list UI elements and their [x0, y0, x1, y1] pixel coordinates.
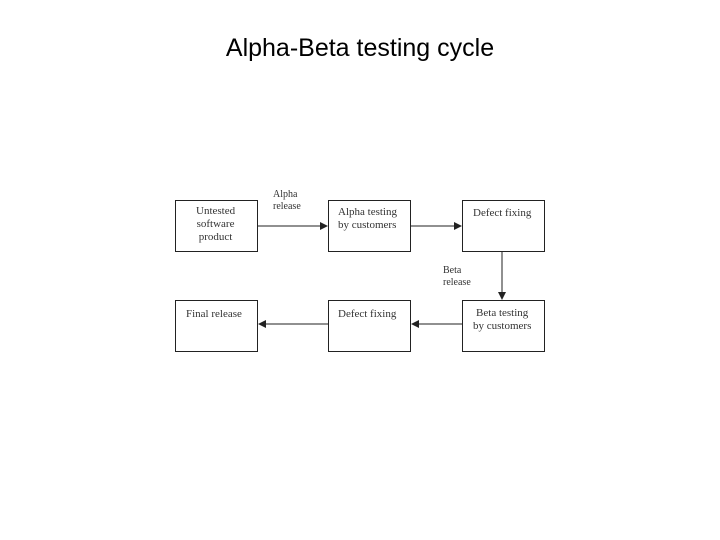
node-label: Defect fixing — [338, 308, 397, 320]
node-beta-testing: Beta testing by customers — [462, 300, 545, 352]
page-title: Alpha-Beta testing cycle — [225, 34, 495, 62]
node-label: Alpha testing by customers — [338, 206, 397, 231]
edge-label-beta-release: Beta release — [443, 265, 471, 288]
node-defect-fixing-bottom: Defect fixing — [328, 300, 411, 352]
edge-label-alpha-release: Alpha release — [273, 189, 301, 212]
node-final-release: Final release — [175, 300, 258, 352]
node-label: Untested software product — [196, 205, 236, 243]
node-label: Final release — [186, 308, 242, 320]
node-alpha-testing: Alpha testing by customers — [328, 200, 411, 252]
node-defect-fixing-top: Defect fixing — [462, 200, 545, 252]
node-label: Beta testing by customers — [473, 307, 532, 332]
node-untested-software: Untested software product — [175, 200, 258, 252]
node-label: Defect fixing — [473, 207, 532, 219]
